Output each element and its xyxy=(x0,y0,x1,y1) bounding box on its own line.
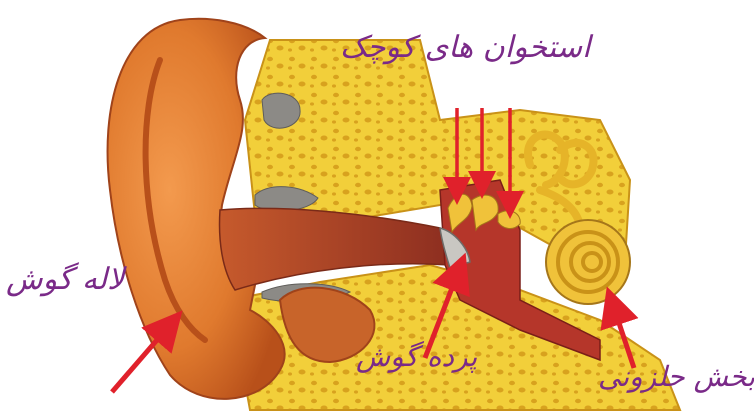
label-inner-ear: بخش حلزونی xyxy=(598,360,754,393)
label-pinna: لاله گوش xyxy=(6,262,124,297)
ossicle-stapes xyxy=(498,211,520,229)
label-ossicles: استخوان های کوچک xyxy=(340,30,590,65)
grey-cavity-upper xyxy=(262,93,300,128)
label-eardrum: پرده گوش xyxy=(356,340,477,373)
cochlea xyxy=(546,220,630,304)
